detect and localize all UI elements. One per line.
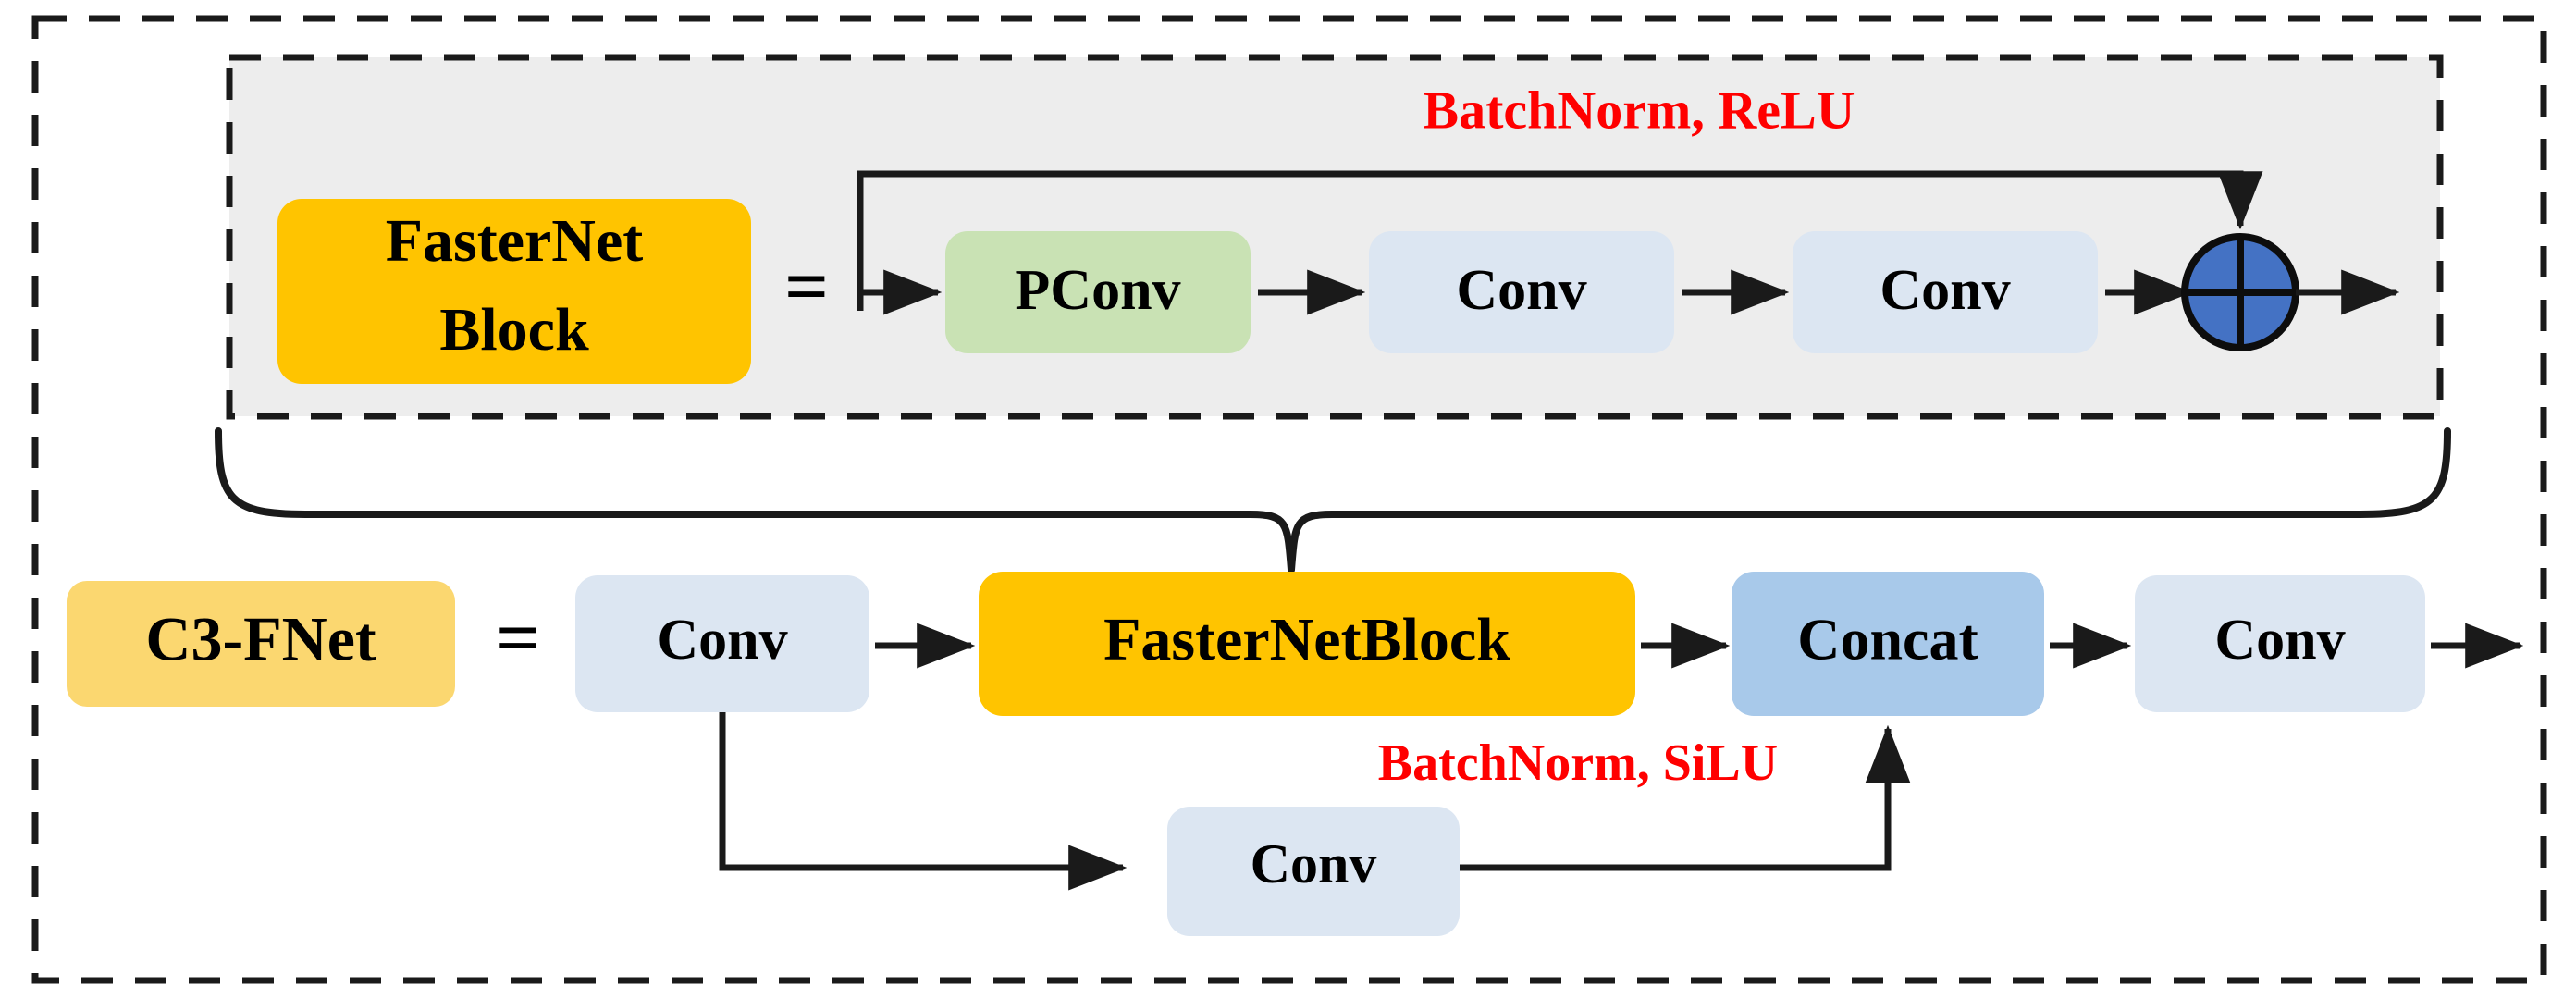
top-equals-sign: = (784, 243, 829, 329)
node-conv-top-2[interactable] (1793, 231, 2098, 353)
node-conv-bottom-main[interactable] (575, 575, 869, 712)
fasternet-block-label-line2: Block (439, 296, 589, 364)
skip-connection-path (857, 170, 2263, 292)
outer-dashed-border (31, 15, 2547, 984)
node-pconv[interactable] (945, 231, 1251, 353)
branch-path-down-to-conv (719, 712, 1128, 891)
c3fnet-definition-box[interactable] (67, 581, 455, 707)
branch-path-conv-to-concat (1460, 724, 1911, 871)
annotation-batchnorm-relu: BatchNorm, ReLU (1423, 80, 1855, 140)
curly-brace-down (215, 427, 2451, 574)
bottom-equals-sign: = (496, 595, 540, 681)
node-concat[interactable] (1732, 572, 2044, 716)
node-conv-top-1[interactable] (1369, 231, 1674, 353)
node-conv-bottom-main-label: Conv (657, 609, 787, 672)
node-concat-label: Concat (1797, 607, 1978, 672)
node-conv-bottom-out[interactable] (2135, 575, 2425, 712)
fasternet-block-label-line1: FasterNet (386, 207, 644, 275)
fasternet-block-panel-border (226, 54, 2444, 420)
node-conv-branch[interactable] (1167, 807, 1460, 936)
node-conv-top-2-label: Conv (1880, 259, 2010, 322)
fasternet-block-definition-box[interactable] (277, 199, 751, 384)
c3fnet-definition-label: C3-FNet (145, 604, 376, 674)
node-fasternetblock[interactable] (979, 572, 1635, 716)
node-fasternetblock-label: FasterNetBlock (1103, 606, 1510, 673)
node-pconv-label: PConv (1015, 259, 1180, 322)
node-conv-top-1-label: Conv (1456, 259, 1586, 322)
node-conv-bottom-out-label: Conv (2214, 609, 2345, 672)
node-conv-branch-label: Conv (1251, 833, 1377, 894)
annotation-batchnorm-silu: BatchNorm, SiLU (1378, 734, 1778, 792)
